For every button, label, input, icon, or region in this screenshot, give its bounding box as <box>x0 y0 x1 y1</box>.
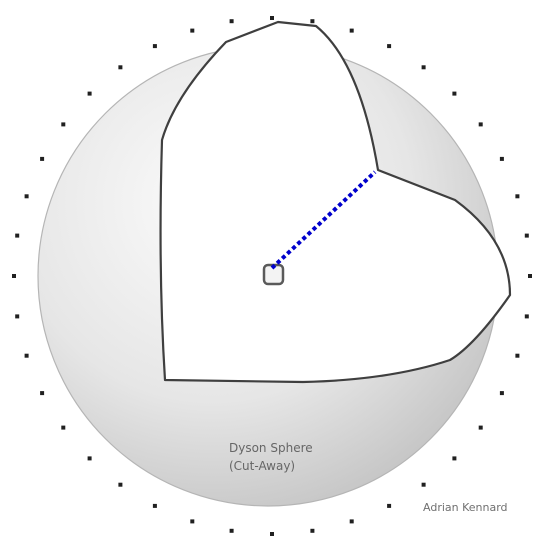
star-dot <box>118 483 122 487</box>
star-dot <box>500 391 504 395</box>
star-dot <box>515 194 519 198</box>
star-dot <box>350 29 354 33</box>
star-dot <box>190 519 194 523</box>
star-dot <box>422 483 426 487</box>
star-dot <box>40 391 44 395</box>
star-dot <box>190 29 194 33</box>
star-dot <box>61 122 65 126</box>
star-dot <box>350 519 354 523</box>
star-dot <box>88 92 92 96</box>
star-dot <box>422 65 426 69</box>
star-dot <box>230 529 234 533</box>
star-dot <box>310 19 314 23</box>
star-dot <box>479 122 483 126</box>
star-dot <box>153 504 157 508</box>
star-dot <box>230 19 234 23</box>
sphere-label-line1: Dyson Sphere <box>229 441 313 455</box>
star-dot <box>387 44 391 48</box>
star-dot <box>515 354 519 358</box>
star-dot <box>310 529 314 533</box>
cutaway-interior <box>161 22 510 382</box>
star-dot <box>528 274 532 278</box>
star-dot <box>153 44 157 48</box>
star-dot <box>525 234 529 238</box>
star-dot <box>61 426 65 430</box>
star-dot <box>15 314 19 318</box>
star-dot <box>270 16 274 20</box>
star-dot <box>387 504 391 508</box>
star-dot <box>88 456 92 460</box>
star-dot <box>525 314 529 318</box>
star-dot <box>452 456 456 460</box>
star-dot <box>15 234 19 238</box>
star-dot <box>25 354 29 358</box>
sphere-label-line2: (Cut-Away) <box>229 459 295 473</box>
star-dot <box>452 92 456 96</box>
star-dot <box>270 532 274 536</box>
star-dot <box>479 426 483 430</box>
star-dot <box>25 194 29 198</box>
credit-label: Adrian Kennard <box>423 501 508 514</box>
star-dot <box>40 157 44 161</box>
star-dot <box>12 274 16 278</box>
star-dot <box>500 157 504 161</box>
star-dot <box>118 65 122 69</box>
